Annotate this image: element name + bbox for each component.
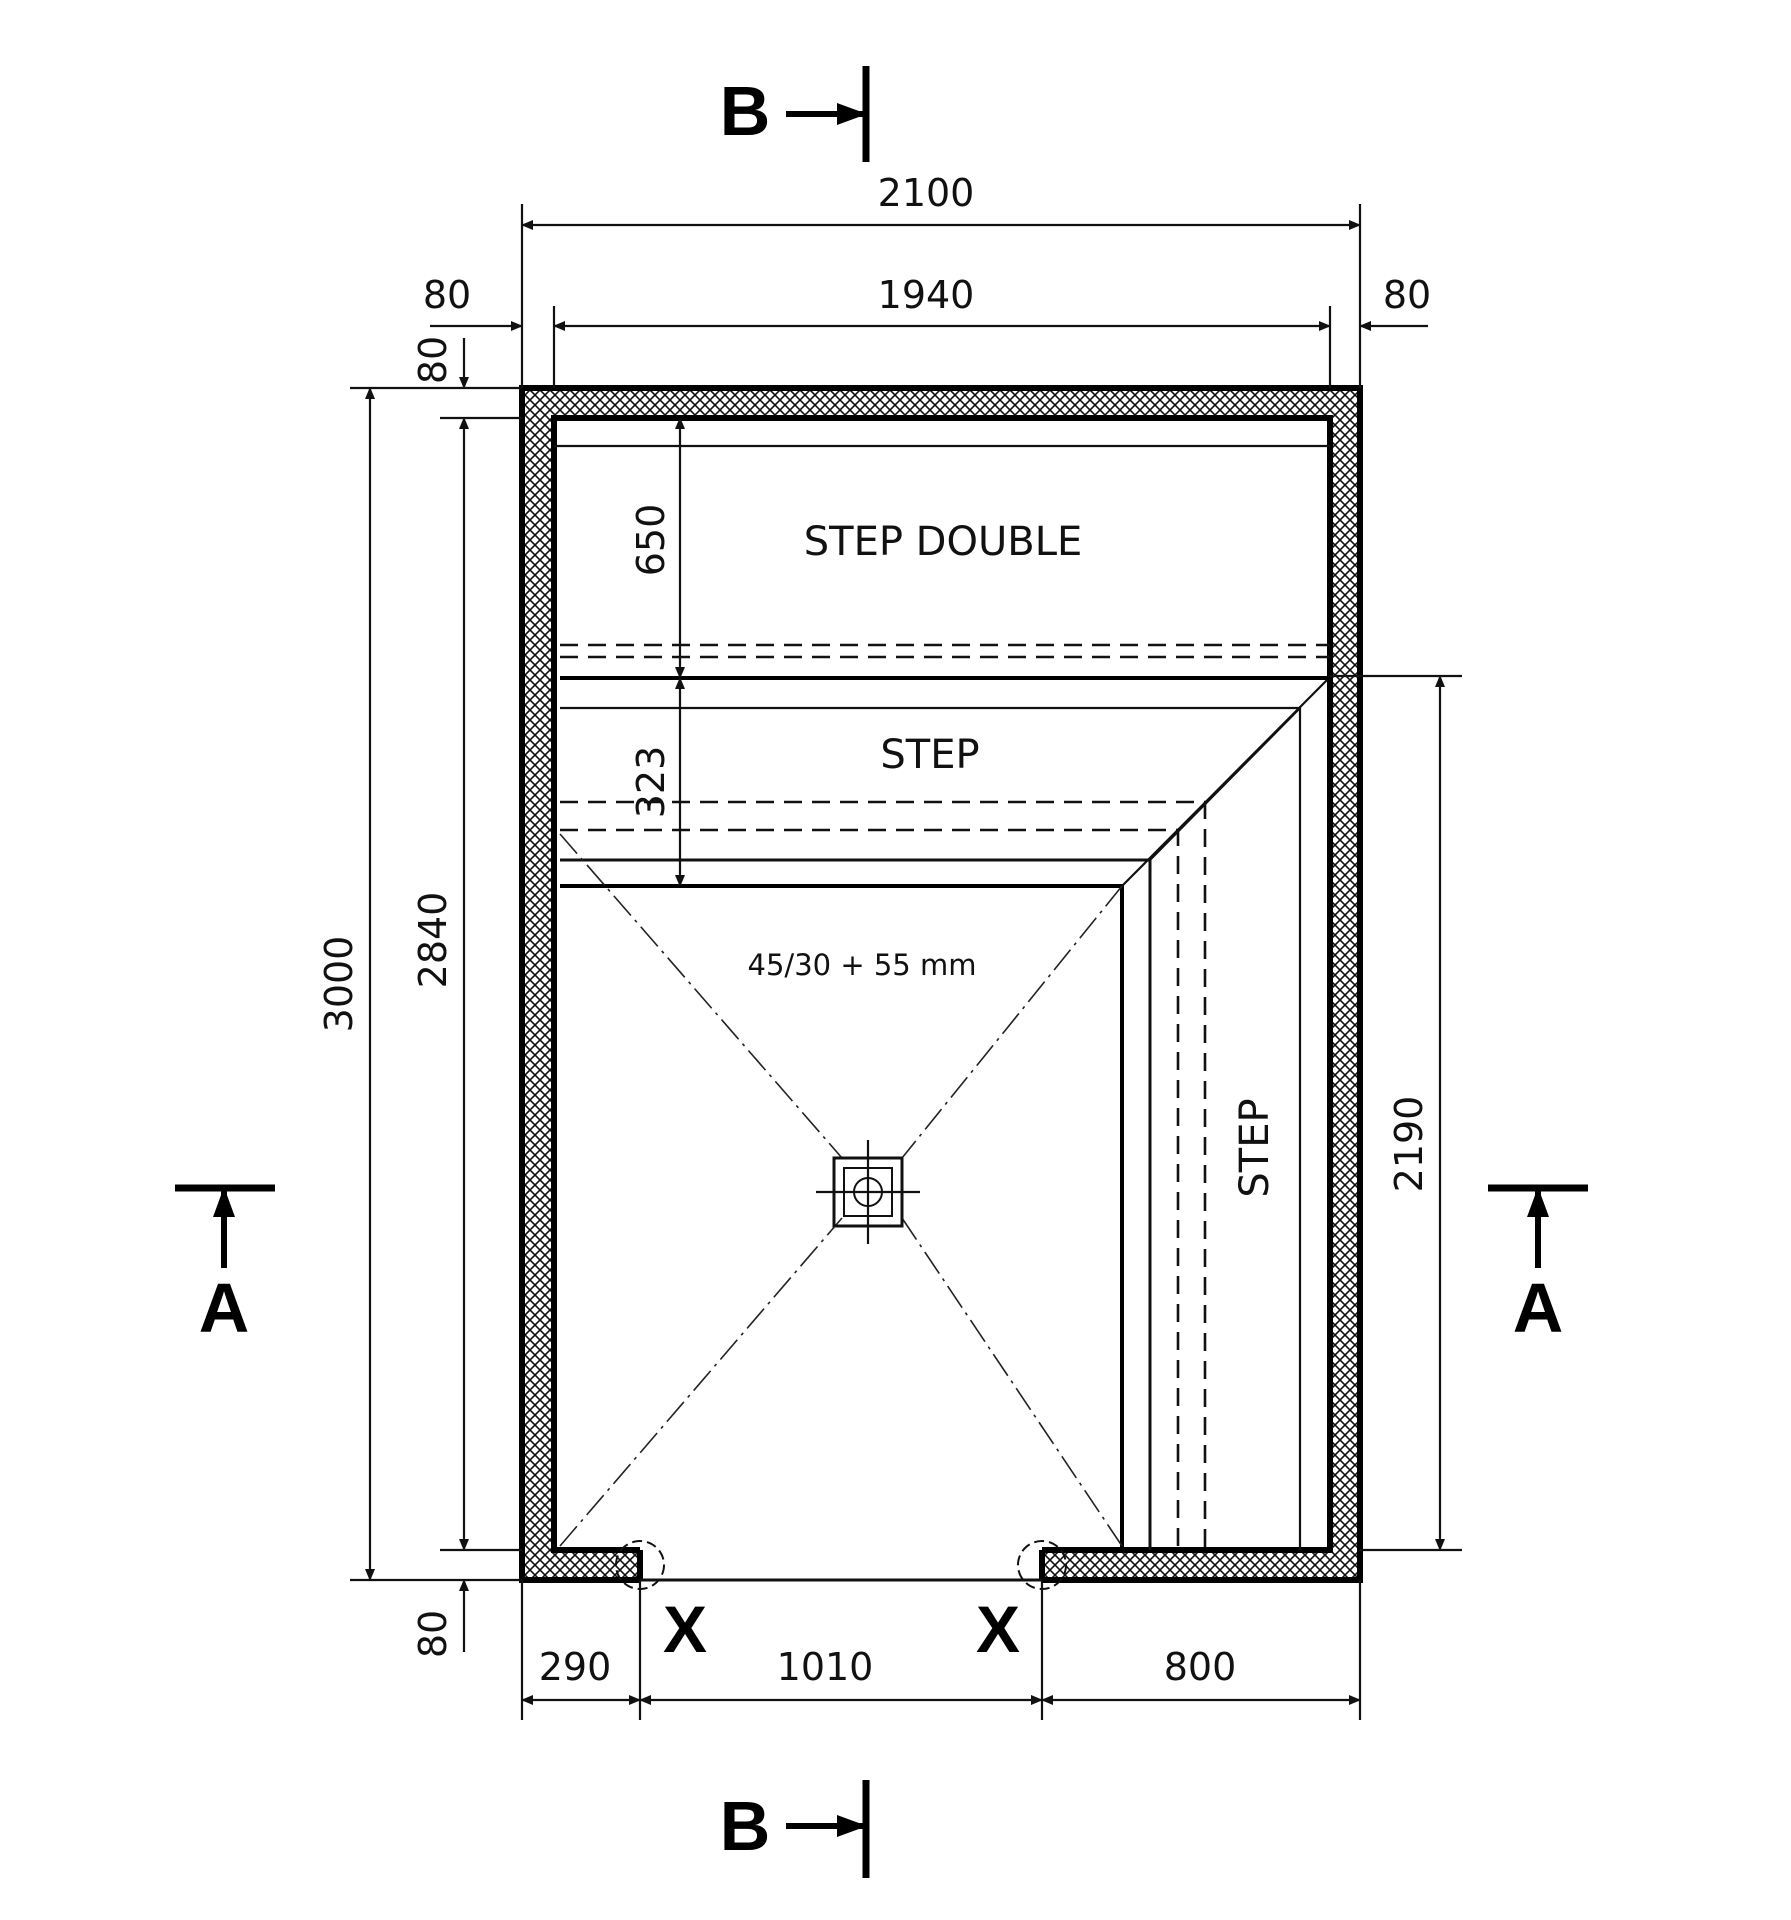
step-double-depth-dim: 650 bbox=[629, 504, 673, 577]
step-right-label: STEP bbox=[1232, 1098, 1278, 1197]
step-depth-dim: 323 bbox=[629, 746, 673, 819]
svg-text:B: B bbox=[720, 1787, 771, 1865]
step-double-area: STEP DOUBLE bbox=[554, 444, 1330, 680]
overall-width-dim: 2100 bbox=[878, 171, 975, 215]
wall-right-dim: 80 bbox=[1383, 273, 1431, 317]
svg-text:B: B bbox=[720, 72, 771, 150]
detail-x-right: X bbox=[976, 1592, 1020, 1666]
step-top-label: STEP bbox=[880, 732, 979, 778]
wall-outline-outer bbox=[519, 385, 1363, 1583]
overall-depth-dim: 3000 bbox=[317, 936, 361, 1033]
inner-width-dim: 1940 bbox=[878, 273, 975, 317]
bottom-right-dim: 800 bbox=[1164, 1645, 1237, 1689]
dimensions-bottom: 290 1010 800 bbox=[520, 1580, 1362, 1720]
dimensions-steps: 650 323 bbox=[629, 417, 685, 887]
wall-top-dim: 80 bbox=[411, 336, 455, 384]
bottom-opening-dim: 1010 bbox=[777, 1645, 874, 1689]
drain-icon bbox=[816, 1140, 920, 1244]
svg-text:A: A bbox=[1513, 1269, 1564, 1347]
section-marker-a-right: A bbox=[1488, 1184, 1588, 1347]
shower-tray: 45/30 + 55 mm bbox=[559, 833, 1123, 1547]
dimensions-right: 2190 bbox=[1330, 674, 1462, 1552]
right-step-length-dim: 2190 bbox=[1387, 1096, 1431, 1193]
section-marker-a-left: A bbox=[175, 1184, 275, 1347]
slope-label: 45/30 + 55 mm bbox=[748, 948, 977, 982]
dimensions-left: 3000 2840 80 80 bbox=[317, 336, 522, 1658]
inner-depth-dim: 2840 bbox=[411, 892, 455, 989]
step-double-label: STEP DOUBLE bbox=[804, 519, 1083, 565]
svg-text:A: A bbox=[199, 1269, 250, 1347]
wall-bottom-dim: 80 bbox=[411, 1610, 455, 1658]
section-marker-b-bottom: B bbox=[720, 1780, 870, 1878]
step-area: STEP STEP bbox=[560, 679, 1328, 1550]
wall-outline-inner bbox=[551, 415, 1333, 1553]
bottom-left-dim: 290 bbox=[539, 1645, 612, 1689]
detail-x-left: X bbox=[663, 1592, 707, 1666]
section-marker-b-top: B bbox=[720, 66, 870, 162]
dimensions-top: 2100 1940 80 80 bbox=[423, 171, 1431, 388]
wall-left-dim: 80 bbox=[423, 273, 471, 317]
walls bbox=[519, 385, 1363, 1590]
